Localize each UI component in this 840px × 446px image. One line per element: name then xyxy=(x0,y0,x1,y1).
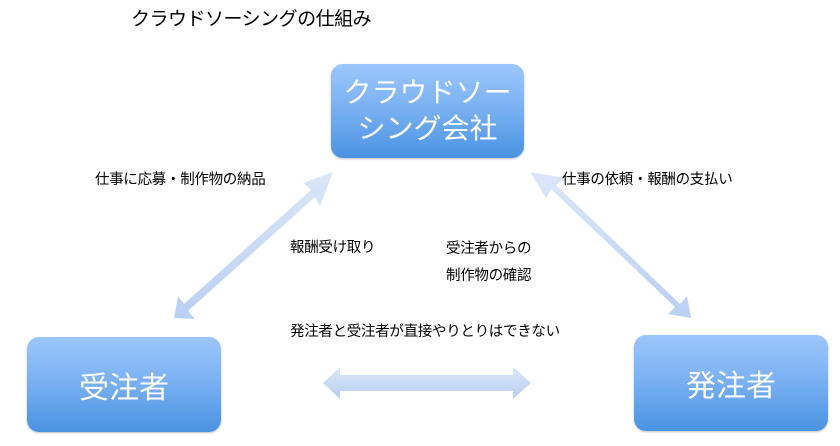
node-company-line2: シング会社 xyxy=(357,112,498,145)
node-client: 発注者 xyxy=(634,335,828,431)
arrow-contractor-client xyxy=(323,367,531,399)
label-no-direct-contact: 発注者と受注者が直接やりとりはできない xyxy=(290,324,560,340)
label-confirm-line1: 受注者からの xyxy=(446,241,532,257)
label-request-pay: 仕事の依頼・報酬の支払い xyxy=(562,172,733,188)
label-receive-payment: 報酬受け取り xyxy=(290,240,376,256)
diagram-title: クラウドソーシングの仕組み xyxy=(131,8,372,30)
arrow-contractor-company xyxy=(174,172,333,319)
label-confirm-deliverable: 受注者からの 制作物の確認 xyxy=(446,236,532,290)
label-apply-deliver: 仕事に応募・制作物の納品 xyxy=(95,172,266,188)
node-contractor: 受注者 xyxy=(27,337,221,432)
label-confirm-line2: 制作物の確認 xyxy=(446,268,532,284)
arrow-client-company xyxy=(530,172,691,318)
node-crowdsourcing-company: クラウドソー シング会社 xyxy=(331,64,524,158)
node-company-line1: クラウドソー xyxy=(343,76,512,109)
